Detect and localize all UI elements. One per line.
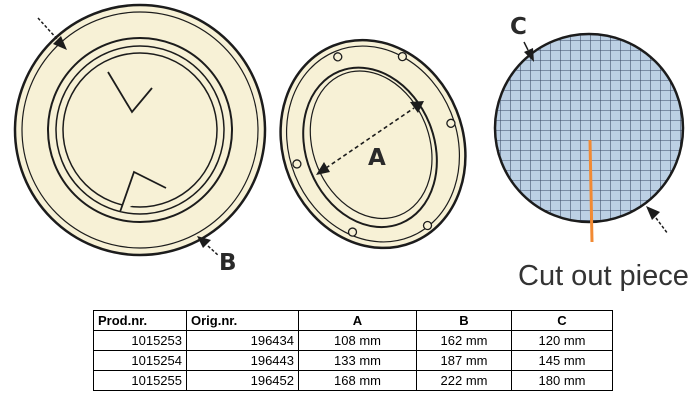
table-row: 1015254 196443 133 mm 187 mm 145 mm (93, 350, 613, 371)
header-c: C (511, 310, 613, 331)
table-row: 1015253 196434 108 mm 162 mm 120 mm (93, 330, 613, 351)
header-prod-nr: Prod.nr. (93, 310, 187, 331)
label-c: C (510, 14, 527, 40)
cut-line (588, 139, 594, 243)
label-b: B (219, 250, 237, 276)
deck-plate-angled-view (279, 38, 467, 250)
table-row: 1015255 196452 168 mm 222 mm 180 mm (93, 370, 613, 391)
header-b: B (416, 310, 512, 331)
cell-prod-nr: 1015253 (93, 330, 187, 351)
dimension-a-arrow (316, 101, 424, 175)
table-header-row: Prod.nr. Orig.nr. A B C (93, 310, 613, 331)
cell-c: 120 mm (511, 330, 613, 351)
cell-b: 187 mm (416, 350, 512, 371)
cell-prod-nr: 1015255 (93, 370, 187, 391)
cell-c: 180 mm (511, 370, 613, 391)
label-a: A (368, 145, 386, 171)
cell-orig-nr: 196443 (186, 350, 299, 371)
cell-a: 133 mm (298, 350, 417, 371)
cut-out-label: Cut out piece (518, 260, 689, 292)
rim-arrow (37, 17, 67, 50)
cell-b: 222 mm (416, 370, 512, 391)
product-illustration: B A C Cut out piece (13, 3, 689, 292)
cell-a: 108 mm (298, 330, 417, 351)
cell-c: 145 mm (511, 350, 613, 371)
cell-orig-nr: 196452 (186, 370, 299, 391)
cell-orig-nr: 196434 (186, 330, 299, 351)
dimension-b-arrow (197, 236, 220, 257)
cell-a: 168 mm (298, 370, 417, 391)
cell-b: 162 mm (416, 330, 512, 351)
header-orig-nr: Orig.nr. (186, 310, 299, 331)
dimension-c-arrow-bottom (646, 206, 669, 235)
deck-plate-top-view (13, 3, 267, 257)
dimensions-table: Prod.nr. Orig.nr. A B C 1015253 196434 1… (93, 310, 613, 391)
cut-out-circle (493, 32, 685, 224)
header-a: A (298, 310, 417, 331)
cell-prod-nr: 1015254 (93, 350, 187, 371)
dimension-c-arrow-top (523, 41, 534, 62)
